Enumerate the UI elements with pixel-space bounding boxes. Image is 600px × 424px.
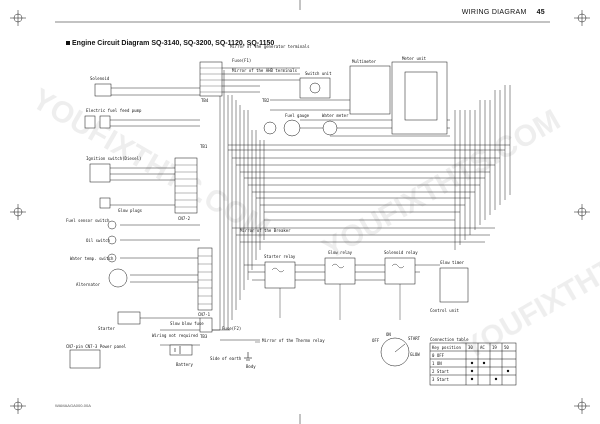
label-solenoid: Solenoid (90, 76, 110, 81)
table-row-start: 2 Start (432, 369, 449, 374)
label-mirror-ahb: Mirror of the AHB terminals (232, 68, 298, 73)
connection-table-rows: 0 OFF 1 ON 2 Start 3 Start (432, 353, 449, 382)
section-title: WIRING DIAGRAM (461, 9, 527, 16)
connector-cn7-1: CN7-1 (198, 312, 211, 317)
component-labels: Solenoid Electric fuel feed pump Ignitio… (66, 44, 465, 369)
battery-symbol (174, 346, 252, 361)
instrument-components (263, 61, 448, 137)
diagram-title: Engine Circuit Diagram SQ-3140, SQ-3200,… (66, 40, 274, 47)
footer-code: WAMAAGA000-00A (55, 403, 91, 408)
title-text: Engine Circuit Diagram SQ-3140, SQ-3200,… (72, 40, 275, 47)
label-glow-relay: Glow relay (328, 250, 353, 255)
connector-labels: TB4 TB2 TB1 CN7-2 CN7-1 TB3 (178, 98, 270, 339)
page-number: 45 (536, 9, 545, 16)
table-header-50: 50 (504, 345, 509, 350)
watermark-text-3: YOUFIXTHTS.COM (457, 203, 600, 366)
table-row-on: 1 ON (432, 361, 442, 366)
relay-coils (212, 263, 405, 343)
connector-blocks (174, 61, 223, 333)
label-alternator: Alternator (76, 282, 101, 287)
label-mirror-breaker: Mirror of the Breaker (240, 228, 291, 233)
label-oil-switch: Oil switch (86, 238, 111, 243)
label-slow-blow-fuse: Slow blow fuse (170, 321, 204, 326)
label-fuel-sensor: Fuel sensor switch (66, 218, 110, 223)
label-wiring-note: Wiring not required (152, 333, 198, 338)
label-battery: Battery (176, 362, 193, 367)
connection-table (429, 342, 517, 386)
label-water-switch: Water temp. switch (70, 256, 114, 261)
table-header-19: 19 (492, 345, 497, 350)
label-switch-unit: Switch unit (305, 71, 332, 76)
table-header-key: Key position (432, 345, 461, 350)
connection-table-headers: Key position 30 AC 19 50 (432, 345, 509, 350)
wire-bundle (219, 70, 511, 330)
table-header-30: 30 (468, 345, 473, 350)
label-control-unit: Control unit (430, 308, 459, 313)
connector-pins (175, 67, 222, 305)
label-starter-relay: Starter relay (264, 254, 296, 259)
label-body: Body (246, 364, 256, 369)
key-switch (380, 337, 410, 367)
label-glow-plug: Glow plugs (118, 208, 143, 213)
connector-tb2: TB2 (262, 98, 270, 103)
watermark-text-1: YOUFIXTHTS.COM (27, 82, 276, 245)
title-bullet-icon (66, 41, 70, 46)
table-header-ac: AC (480, 345, 485, 350)
label-side-earth: Side of earth (210, 356, 242, 361)
connector-tb1: TB1 (200, 144, 208, 149)
registration-marks (10, 0, 590, 424)
label-fuse-2: Fuse(F2) (222, 326, 241, 331)
table-row-start-2: 3 Start (432, 377, 449, 382)
connection-table-title: Connection table (430, 337, 469, 342)
label-fuse-1: Fuse(F1) (232, 58, 251, 63)
key-label-start: START (408, 336, 421, 341)
key-label-glow: GLOW (410, 352, 420, 357)
label-glow-timer: Glow timer (440, 260, 465, 265)
key-label-off: OFF (372, 338, 380, 343)
table-dots (470, 361, 510, 381)
table-row-off: 0 OFF (432, 353, 445, 358)
header-section: WIRING DIAGRAM 45 (462, 9, 545, 16)
label-solenoid-relay: Solenoid relay (384, 250, 418, 255)
connector-tb4: TB4 (201, 98, 209, 103)
label-mirror-thermo: Mirror of the Thermo relay (262, 338, 325, 343)
label-meter-unit: Meter unit (402, 56, 427, 61)
connector-cn7-2: CN7-2 (178, 216, 191, 221)
label-multimeter: Multimeter (352, 59, 377, 64)
label-mirror-generator: Mirror of the generator terminals (230, 44, 310, 49)
label-water-meter: Water meter (322, 113, 349, 118)
label-power-panel: CN7-pin CN7-3 Power panel (66, 344, 127, 349)
connector-tb3: TB3 (200, 334, 208, 339)
wire-buses (110, 67, 510, 346)
key-label-on: ON (386, 332, 391, 337)
label-fuel-pump: Electric fuel feed pump (86, 108, 142, 113)
left-components (69, 83, 193, 369)
key-labels: OFF ON START GLOW (372, 332, 421, 357)
label-ignition: Ignition switch(Diesel) (86, 156, 141, 161)
relay-components (264, 257, 469, 303)
label-fuel-gauge: Fuel gauge (285, 113, 310, 118)
label-starter: Starter (98, 326, 115, 331)
